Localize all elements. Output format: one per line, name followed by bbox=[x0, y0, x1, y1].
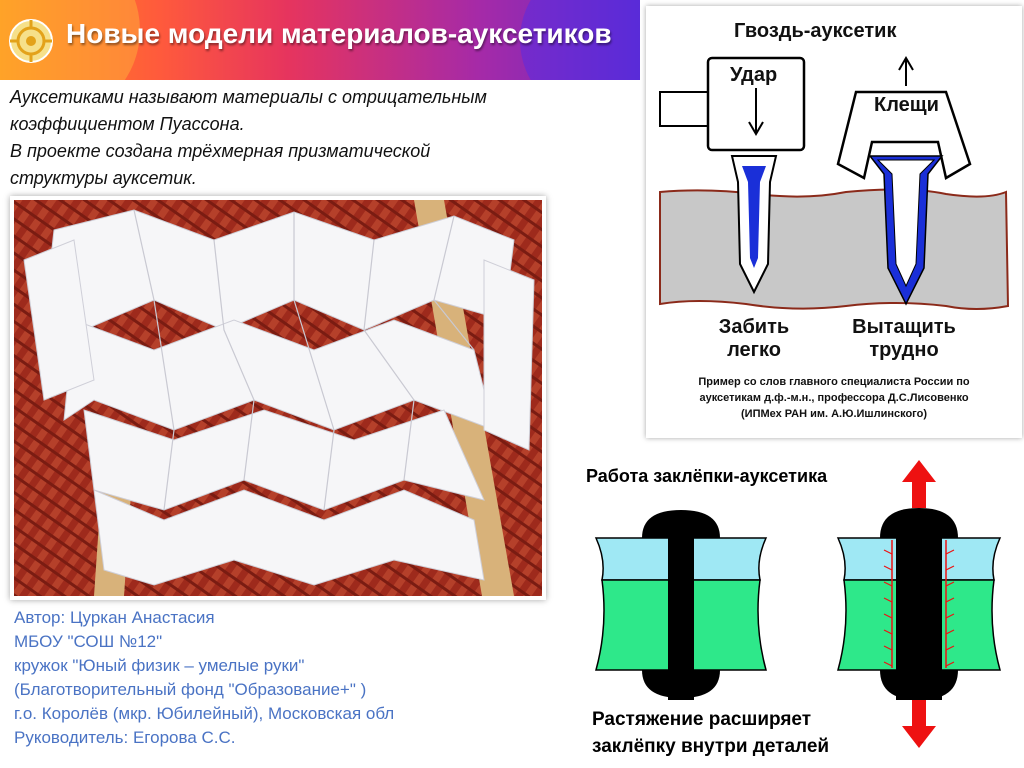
author-name: Автор: Цуркан Анастасия bbox=[14, 608, 215, 627]
note-line: (ИПМех РАН им. А.Ю.Ишлинского) bbox=[741, 408, 927, 420]
school-logo-icon bbox=[9, 19, 53, 63]
paper-structure-image bbox=[14, 200, 542, 596]
drive-label-line: Забить bbox=[718, 316, 790, 338]
intro-line: В проекте создана трёхмерная призматичес… bbox=[10, 141, 431, 161]
rivet-caption: Растяжение расширяет заклёпку внутри дет… bbox=[592, 706, 829, 760]
intro-line: коэффициентом Пуассона. bbox=[10, 114, 245, 134]
pull-hard-label: Вытащить трудно bbox=[844, 316, 964, 362]
rivet-before bbox=[594, 510, 768, 700]
rivet-title: Работа заклёпки-ауксетика bbox=[586, 466, 828, 486]
arrow-down-icon bbox=[902, 700, 936, 748]
drive-easy-label: Забить легко bbox=[714, 316, 794, 362]
rivet-after bbox=[836, 460, 1002, 748]
nail-diagram-graphic bbox=[659, 56, 1010, 310]
nail-diagram-note: Пример со слов главного специалиста Росс… bbox=[676, 374, 992, 422]
arrow-up-icon bbox=[902, 460, 936, 508]
author-club: кружок "Юный физик – умелые руки" bbox=[14, 656, 305, 675]
author-fund: (Благотворительный фонд "Образование+" ) bbox=[14, 680, 367, 699]
nail-diagram-title: Гвоздь-ауксетик bbox=[734, 20, 897, 42]
author-supervisor: Руководитель: Егорова С.С. bbox=[14, 728, 236, 747]
pull-label-line: трудно bbox=[869, 339, 939, 361]
pliers-label: Клещи bbox=[874, 94, 939, 116]
page-title: Новые модели материалов-ауксетиков bbox=[66, 18, 612, 49]
rivet-caption-line: Растяжение расширяет bbox=[592, 709, 812, 730]
note-line: ауксетикам д.ф.-м.н., профессора Д.С.Лис… bbox=[699, 392, 969, 404]
strike-label: Удар bbox=[730, 64, 778, 86]
title-banner: Новые модели материалов-ауксетиков bbox=[0, 0, 640, 80]
auxetic-rivet-diagram bbox=[594, 460, 1002, 748]
drive-label-line: легко bbox=[727, 339, 781, 361]
author-info: Автор: Цуркан Анастасия МБОУ "СОШ №12" к… bbox=[14, 606, 574, 750]
author-school: МБОУ "СОШ №12" bbox=[14, 632, 163, 651]
auxetic-nail-diagram: Гвоздь-ауксетик Удар Клещи Забить легко … bbox=[646, 6, 1022, 438]
intro-line: Ауксетиками называют материалы с отрицат… bbox=[10, 87, 487, 107]
intro-text: Ауксетиками называют материалы с отрицат… bbox=[10, 84, 630, 192]
note-line: Пример со слов главного специалиста Росс… bbox=[698, 376, 970, 388]
pull-label-line: Вытащить bbox=[852, 316, 956, 338]
rivet-caption-line: заклёпку внутри деталей bbox=[592, 736, 830, 757]
intro-line: структуры ауксетик. bbox=[10, 168, 197, 188]
author-city: г.о. Королёв (мкр. Юбилейный), Московска… bbox=[14, 704, 395, 723]
auxetic-model-photo bbox=[10, 196, 546, 600]
